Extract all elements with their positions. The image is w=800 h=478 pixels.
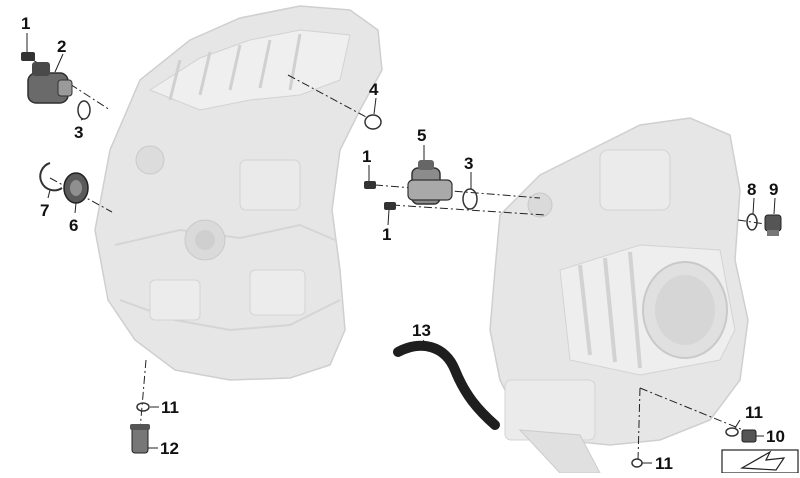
callout-3-left: 3: [74, 123, 83, 142]
bolt-part-1-mid: [364, 181, 376, 189]
callout-11-right: 11: [745, 403, 763, 422]
bolt-part-1-top: [21, 52, 35, 61]
callout-3-mid: 3: [464, 154, 473, 173]
gear-part-6: [63, 172, 89, 204]
callout-7: 7: [40, 201, 49, 220]
callout-6: 6: [69, 216, 78, 235]
callout-2: 2: [57, 37, 66, 56]
callout-labels: 1 2 3 4 7 6 5 1 3 1 8 9 13 11 12 11 10 1…: [21, 14, 785, 473]
callout-12: 12: [160, 439, 179, 458]
o-ring-part-4: [364, 114, 382, 130]
plug-part-9: [764, 214, 782, 236]
callout-13: 13: [412, 321, 431, 340]
screw-part-10: [741, 429, 757, 443]
sensor-part-2: [27, 62, 73, 104]
washer-part-8: [746, 213, 758, 231]
callout-1-top-left: 1: [21, 14, 30, 33]
left-crankcase-housing: [94, 5, 383, 381]
ring-part-11-right: [725, 427, 739, 437]
circlip-part-7: [39, 162, 63, 192]
callout-1-mid: 1: [362, 147, 371, 166]
callout-1-lower: 1: [382, 225, 391, 244]
o-ring-part-3-left: [77, 100, 91, 120]
callout-8: 8: [747, 180, 756, 199]
callout-11-left: 11: [161, 398, 179, 417]
valve-part-5: [407, 160, 453, 205]
hose-part-13: [393, 340, 500, 430]
bolt-part-1-lower: [384, 202, 396, 210]
plug-part-12: [130, 424, 150, 454]
ring-part-11-left: [136, 402, 150, 412]
callout-5: 5: [417, 126, 426, 145]
ring-part-11-bottom: [631, 458, 643, 468]
orientation-arrow-icon: [721, 449, 799, 474]
callout-11-bottom: 11: [655, 454, 673, 473]
callout-9: 9: [769, 180, 778, 199]
assembly-lines: [29, 57, 773, 461]
o-ring-part-3-mid: [462, 188, 478, 210]
right-crankcase-housing: [489, 117, 749, 474]
small-parts: [21, 52, 782, 468]
callout-4: 4: [369, 80, 379, 99]
leader-lines: [26, 33, 776, 464]
callout-10: 10: [766, 427, 785, 446]
